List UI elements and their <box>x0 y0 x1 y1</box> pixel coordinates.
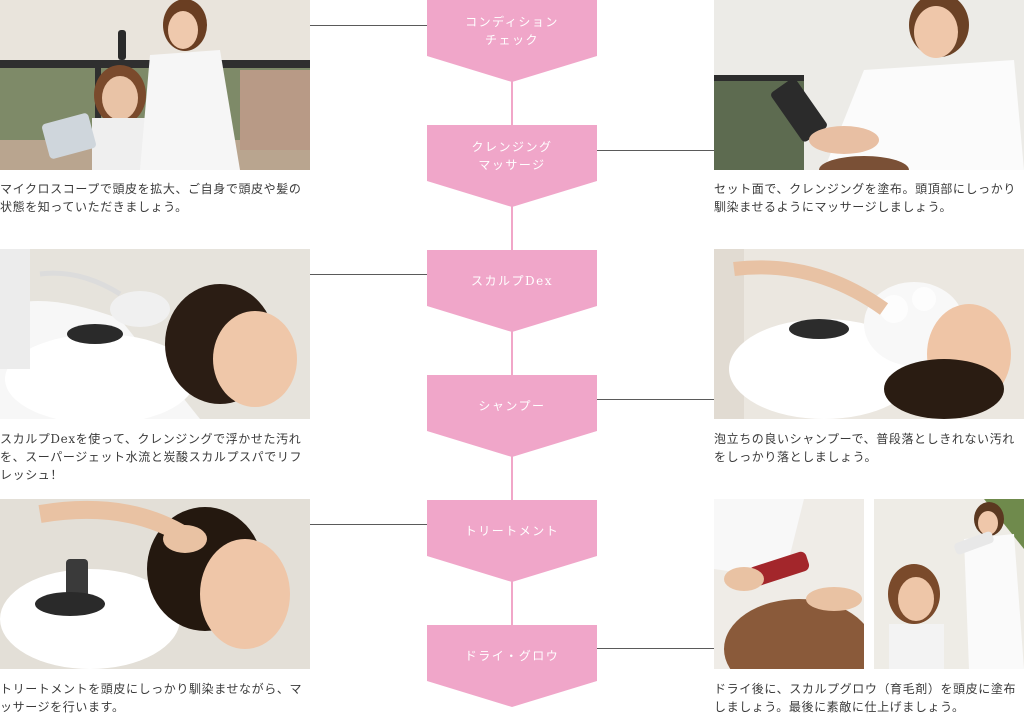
caption-treatment: トリートメントを頭皮にしっかり馴染ませながら、マッサージを行います。 <box>0 682 303 714</box>
caption-dry-glow: ドライ後に、スカルプグロウ（育毛剤）を頭皮に塗布しましょう。最後に素敵に仕上げま… <box>714 682 1017 714</box>
step-shampoo: シャンプー <box>427 375 597 457</box>
flow-stem <box>511 455 513 501</box>
step-chevron-shape <box>427 625 597 707</box>
step-treatment: トリートメント <box>427 500 597 582</box>
step-chevron-shape <box>427 250 597 332</box>
flow-stem <box>511 205 513 251</box>
step-chevron-shape <box>427 500 597 582</box>
photo-treatment <box>0 499 310 669</box>
flow-stem <box>511 580 513 626</box>
photo-dry-glow-finish <box>874 499 1024 669</box>
step-condition-check: コンディション チェック <box>427 0 597 82</box>
step-label: コンディション チェック <box>465 15 559 47</box>
caption-cleansing-massage: セット面で、クレンジングを塗布。頭頂部にしっかり馴染ませるようにマッサージしまし… <box>714 182 1016 214</box>
step-label: スカルプDex <box>471 274 553 288</box>
photo-dry-glow-apply <box>714 499 864 669</box>
photo-scalp-dex <box>0 249 310 419</box>
step-chevron-shape <box>427 375 597 457</box>
photo-condition-check <box>0 0 310 170</box>
caption-shampoo: 泡立ちの良いシャンプーで、普段落としきれない汚れをしっかり落としましょう。 <box>714 432 1015 464</box>
photo-cleansing-massage <box>714 0 1024 170</box>
connector-line <box>597 399 714 400</box>
step-chevron-shape <box>427 125 597 207</box>
photo-shampoo <box>714 249 1024 419</box>
connector-line <box>310 274 427 275</box>
connector-line <box>310 25 427 26</box>
step-scalp-dex: スカルプDex <box>427 250 597 332</box>
connector-line <box>310 524 427 525</box>
connector-line <box>597 648 714 649</box>
step-chevron-shape <box>427 0 597 82</box>
caption-scalp-dex: スカルプDexを使って、クレンジングで浮かせた汚れを、スーパージェット水流と炭酸… <box>0 432 303 482</box>
step-label: ドライ・グロウ <box>464 649 560 663</box>
caption-condition-check: マイクロスコープで頭皮を拡大、ご自身で頭皮や髪の状態を知っていただきましょう。 <box>0 182 302 214</box>
step-label: トリートメント <box>464 524 560 538</box>
flow-stem <box>511 330 513 376</box>
step-label: クレンジング マッサージ <box>471 140 553 172</box>
step-cleansing-massage: クレンジング マッサージ <box>427 125 597 207</box>
step-label: シャンプー <box>478 399 546 413</box>
connector-line <box>597 150 714 151</box>
step-dry-glow: ドライ・グロウ <box>427 625 597 707</box>
flow-stem <box>511 80 513 126</box>
